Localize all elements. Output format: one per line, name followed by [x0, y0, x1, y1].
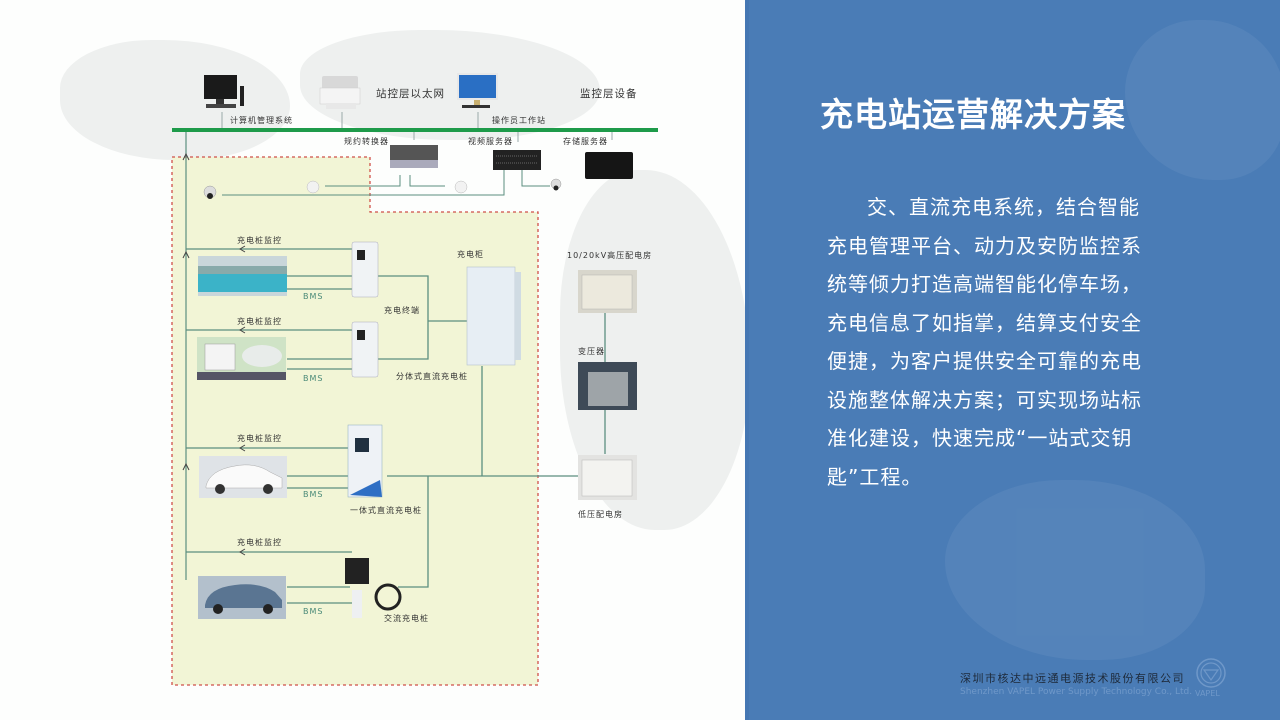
transformer-image [578, 362, 637, 410]
transformer-label: 变压器 [578, 347, 605, 356]
row-monitor-label: 充电桩监控 [237, 236, 282, 245]
company-name-cn: 深圳市核达中远通电源技术股份有限公司 [960, 672, 1185, 685]
truck-image [197, 337, 286, 380]
storage-server-label: 存储服务器 [563, 137, 608, 146]
world-map-shape [1125, 20, 1280, 180]
suv-image [198, 576, 286, 619]
camera-icon [454, 180, 468, 194]
split-dc-charger-icon [351, 321, 379, 378]
video-server-label: 视频服务器 [468, 137, 513, 146]
storage-server-icon [585, 152, 633, 179]
printer-icon [319, 76, 361, 109]
camera-wires [222, 170, 550, 196]
bms-label: BMS [303, 490, 324, 499]
sedan-image [199, 456, 287, 498]
cabinet-label: 充电柜 [457, 250, 484, 259]
split-dc-charger-icon [351, 241, 379, 298]
vapel-logo-icon [1196, 658, 1226, 688]
power-wires [287, 275, 606, 604]
computer-icon [204, 75, 244, 108]
camera-icon [306, 180, 320, 194]
bms-label: BMS [303, 607, 324, 616]
protocol-converter-icon [390, 145, 438, 168]
monitor-lines [185, 132, 352, 580]
workstation-icon [457, 73, 498, 108]
ethernet-bus [172, 128, 658, 132]
video-server-icon [493, 150, 541, 170]
info-panel: 充电站运营解决方案 交、直流充电系统，结合智能充电管理平台、动力及安防监控系统等… [745, 0, 1280, 720]
row-monitor-label: 充电桩监控 [237, 538, 282, 547]
lv-room-label: 低压配电房 [578, 510, 623, 519]
split-dc-label: 分体式直流充电桩 [396, 372, 468, 381]
bus-drops [221, 112, 613, 142]
world-map-shape [945, 480, 1205, 660]
world-map-shape [60, 40, 290, 160]
hv-room-label: 10/20kV高压配电房 [567, 251, 653, 260]
operator-station-label: 操作员工作站 [492, 116, 546, 125]
bus-image [198, 256, 287, 296]
company-name-en: Shenzhen VAPEL Power Supply Technology C… [960, 687, 1193, 697]
ethernet-label: 站控层以太网 [376, 88, 445, 100]
charging-cabinet-icon [466, 266, 521, 366]
row-monitor-label: 充电桩监控 [237, 317, 282, 326]
slide-title: 充电站运营解决方案 [820, 95, 1126, 134]
lv-room-image [578, 455, 637, 500]
integrated-dc-charger-icon [347, 424, 383, 498]
arrows [182, 152, 246, 556]
protocol-converter-label: 规约转换器 [344, 137, 389, 146]
slide-paragraph: 交、直流充电系统，结合智能充电管理平台、动力及安防监控系统等倾力打造高端智能化停… [827, 195, 1142, 489]
monitor-layer-label: 监控层设备 [580, 88, 638, 100]
ac-charger-label: 交流充电桩 [384, 614, 429, 623]
charging-terminal-label: 充电终端 [384, 306, 420, 315]
bms-label: BMS [303, 292, 324, 301]
row-monitor-label: 充电桩监控 [237, 434, 282, 443]
integrated-dc-label: 一体式直流充电桩 [350, 506, 422, 515]
camera-icon [550, 178, 562, 191]
charging-station-diagram [171, 73, 658, 686]
ac-charger-icon [345, 558, 402, 618]
bms-label: BMS [303, 374, 324, 383]
camera-icon [203, 185, 217, 199]
logo-text: VAPEL [1195, 689, 1220, 698]
computer-mgmt-label: 计算机管理系统 [230, 116, 293, 125]
hv-room-image [578, 270, 637, 313]
panel-edge [745, 0, 749, 720]
